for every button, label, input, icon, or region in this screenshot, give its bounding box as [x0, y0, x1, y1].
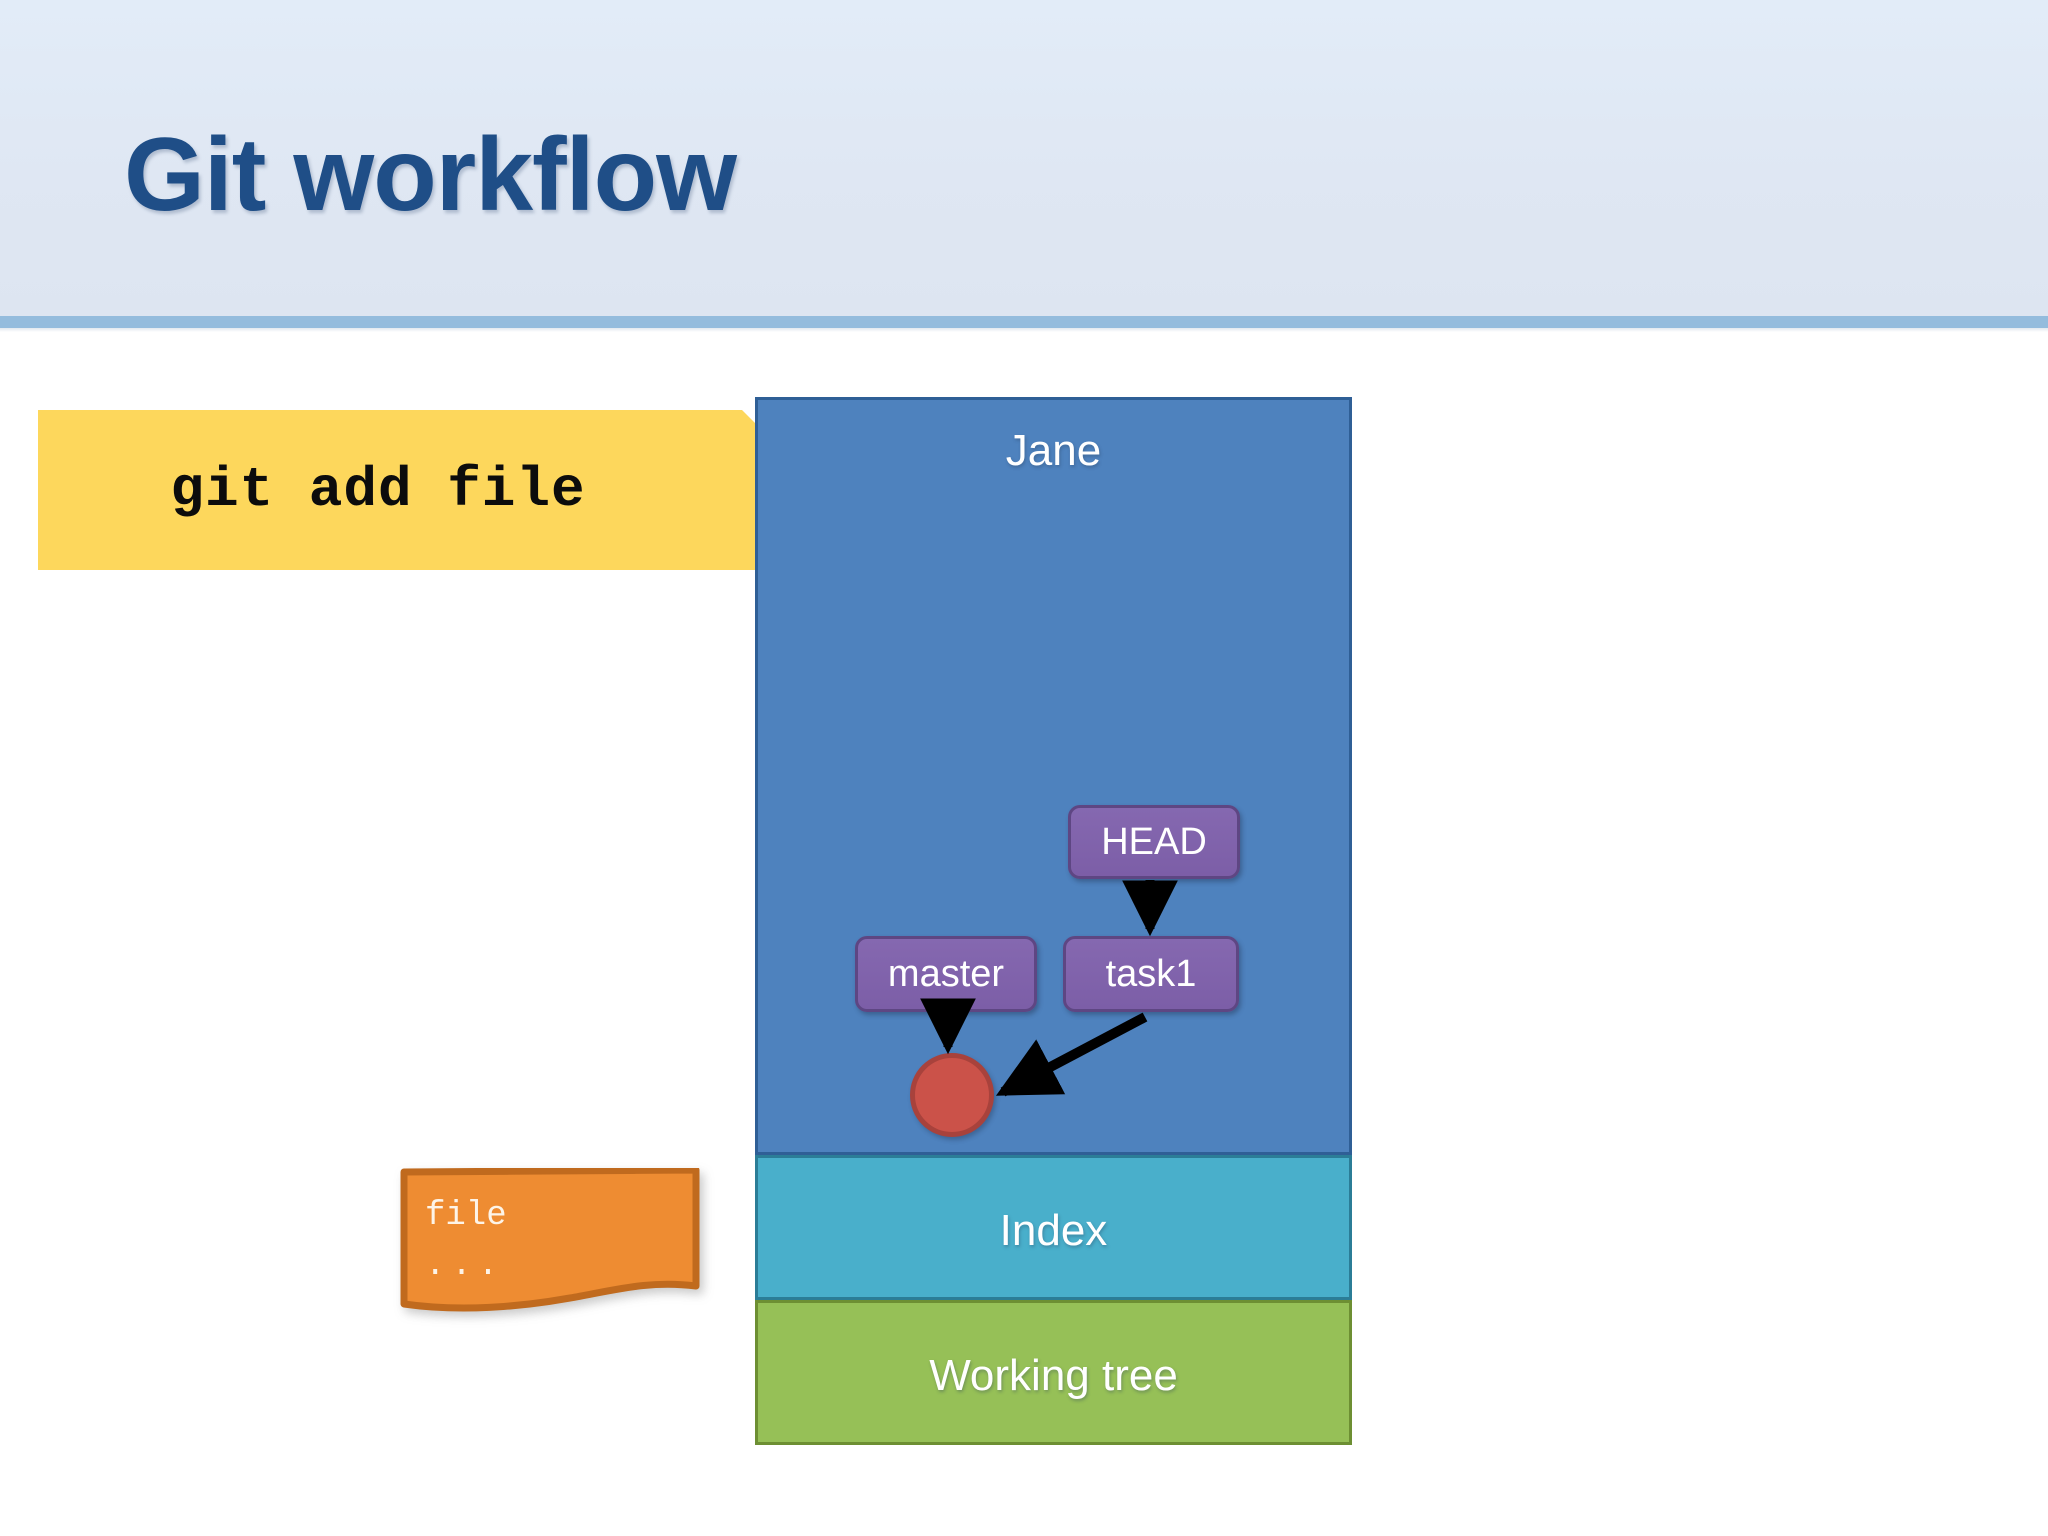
file-note — [400, 1166, 700, 1316]
repository-owner-label: Jane — [1005, 426, 1102, 475]
working-tree-label: Working tree — [929, 1351, 1178, 1400]
command-callout: git add file — [38, 410, 778, 570]
index-band: Index — [755, 1155, 1352, 1300]
ref-box-master: master — [855, 936, 1037, 1012]
ref-label-master: master — [887, 952, 1005, 995]
ref-box-head: HEAD — [1068, 805, 1240, 879]
index-label: Index — [999, 1206, 1108, 1255]
file-note-contents: ... — [425, 1247, 505, 1285]
slide-header-divider — [0, 316, 2048, 328]
page-title: Git workflow — [124, 117, 737, 233]
ref-box-task1: task1 — [1063, 936, 1239, 1012]
repository-band: Jane — [755, 397, 1352, 1155]
file-note-shape — [400, 1166, 700, 1312]
repository-panel: Jane Index Working tree — [755, 397, 1352, 1445]
ref-label-head: HEAD — [1101, 820, 1207, 863]
ref-label-task1: task1 — [1105, 952, 1197, 995]
file-note-filename: file — [425, 1197, 507, 1235]
working-tree-band: Working tree — [755, 1300, 1352, 1445]
slide-header-divider-shadow — [0, 328, 2048, 332]
commit-node — [910, 1053, 994, 1137]
command-callout-text: git add file — [170, 458, 586, 522]
slide-header-band — [0, 0, 2048, 316]
